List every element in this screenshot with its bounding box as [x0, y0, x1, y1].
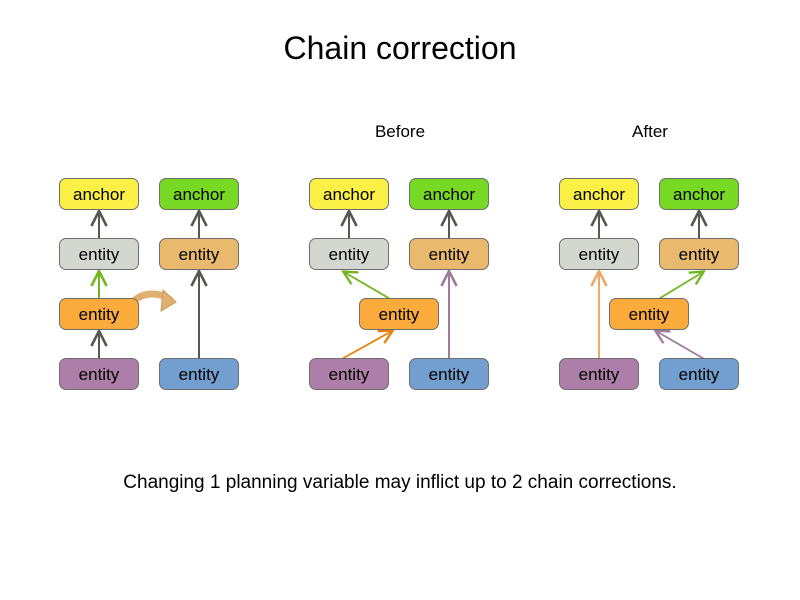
node-g2-entity-blue[interactable]: entity	[409, 358, 489, 390]
group-label-before: Before	[374, 122, 426, 141]
arrow-g2-orange-to-grey	[344, 272, 393, 301]
node-g3-anchor-right[interactable]: anchor	[659, 178, 739, 210]
node-g3-anchor-left[interactable]: anchor	[559, 178, 639, 210]
node-g2-entity-purple[interactable]: entity	[309, 358, 389, 390]
arrow-g3-orange-to-tan	[656, 272, 703, 301]
node-g1-anchor-left[interactable]: anchor	[59, 178, 139, 210]
arrow-g3-blue-to-orange	[656, 331, 707, 361]
group-label-after: After	[632, 122, 668, 141]
node-g1-entity-orange[interactable]: entity	[59, 298, 139, 330]
node-g1-anchor-right[interactable]: anchor	[159, 178, 239, 210]
node-g1-entity-tan[interactable]: entity	[159, 238, 239, 270]
node-g3-entity-grey[interactable]: entity	[559, 238, 639, 270]
page-title: Chain correction	[283, 30, 517, 66]
node-g3-entity-purple[interactable]: entity	[559, 358, 639, 390]
node-g2-anchor-left[interactable]: anchor	[309, 178, 389, 210]
node-g3-entity-blue[interactable]: entity	[659, 358, 739, 390]
node-g2-entity-tan[interactable]: entity	[409, 238, 489, 270]
node-g3-entity-orange[interactable]: entity	[609, 298, 689, 330]
node-g1-entity-purple[interactable]: entity	[59, 358, 139, 390]
node-g2-entity-grey[interactable]: entity	[309, 238, 389, 270]
slide-caption: Changing 1 planning variable may inflict…	[123, 472, 677, 493]
node-g2-entity-orange[interactable]: entity	[359, 298, 439, 330]
node-g1-entity-blue[interactable]: entity	[159, 358, 239, 390]
node-g3-entity-tan[interactable]: entity	[659, 238, 739, 270]
node-g2-anchor-right[interactable]: anchor	[409, 178, 489, 210]
node-g1-entity-grey[interactable]: entity	[59, 238, 139, 270]
arrow-g2-purple-to-orange	[339, 331, 392, 361]
